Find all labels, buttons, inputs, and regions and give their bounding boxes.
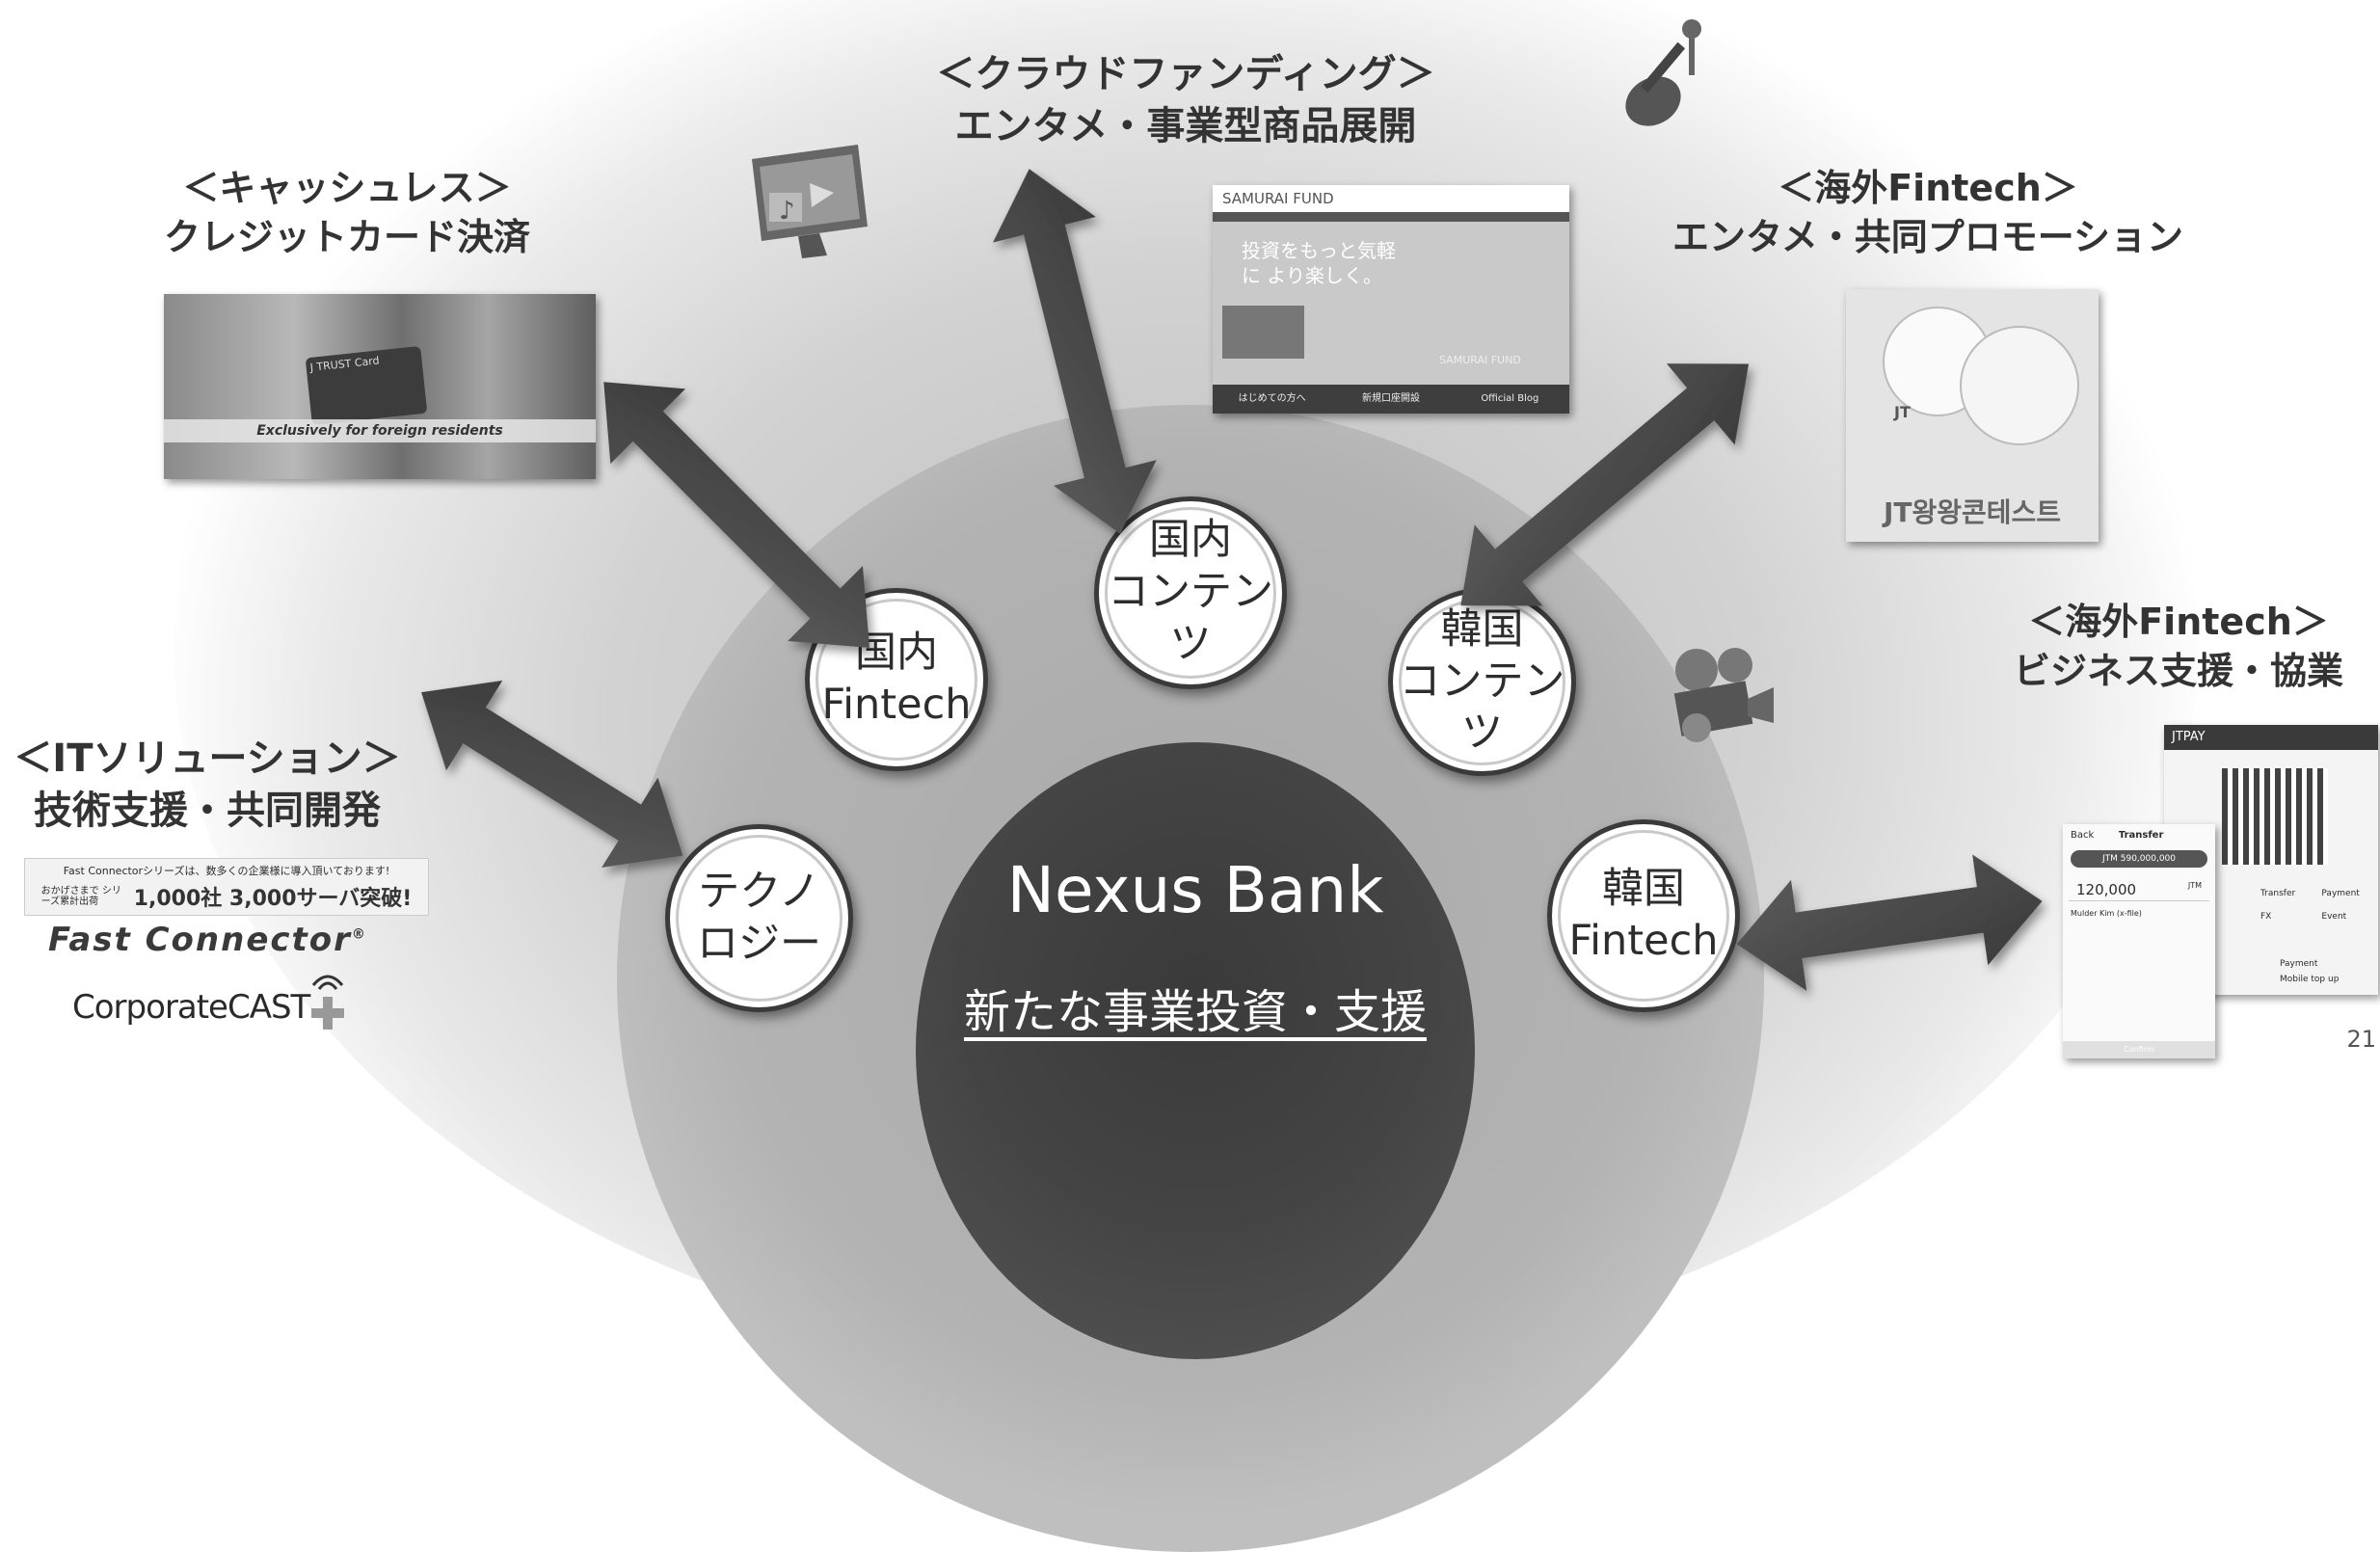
node-korea-fintech: 韓国 Fintech	[1547, 819, 1740, 1012]
jtpay-list-item: Payment	[2280, 959, 2318, 969]
fast-connector-logo-text: Fast Connector	[48, 921, 352, 959]
jtpay-confirm: Confirm	[2063, 1041, 2215, 1058]
jtpay-list-item: Mobile top up	[2280, 975, 2340, 984]
jtpay-amount: 120,000	[2076, 881, 2137, 898]
samurai-side-label: SAMURAI FUND	[1439, 354, 1521, 366]
guitar-microphone-icon	[1625, 19, 1701, 126]
jtpay-back-link: Back	[2071, 830, 2095, 841]
heading-overseas-business-line2: ビジネス支援・協業	[2013, 650, 2343, 693]
samurai-nav-item: はじめての方へ	[1238, 393, 1306, 404]
fast-connector-text: Fast Connectorシリーズは、数多くの企業様に導入頂いております!	[63, 865, 390, 877]
heading-it-solution: ＜ITソリューション＞ 技術支援・共同開発	[0, 733, 414, 837]
film-camera-icon	[1673, 648, 1774, 742]
credit-card-image: J TRUST Card	[305, 345, 428, 426]
heading-overseas-promotion-line1: ＜海外Fintech＞	[1778, 167, 2078, 209]
heading-cashless-line1: ＜キャッシュレス＞	[182, 167, 512, 209]
heading-cashless-line2: クレジットカード決済	[163, 216, 530, 259]
fast-connector-caption: おかげさまで シリーズ累計出荷	[40, 886, 121, 907]
fast-connector-logo: Fast Connector®	[48, 921, 367, 959]
jtpay-menu-item: FX	[2260, 912, 2272, 922]
monitor-media-icon: ♪	[752, 145, 868, 258]
jtpay-transfer-title: Transfer	[2118, 830, 2164, 841]
nexus-bank-subtitle: 新たな事業投資・支援	[963, 985, 1427, 1039]
qr-code-image	[2222, 768, 2328, 865]
jtpay-menu-item: Event	[2321, 912, 2347, 922]
jtpay-menu-item: Payment	[2321, 889, 2360, 898]
corporate-cast-icon	[311, 975, 344, 1030]
heading-overseas-promotion: ＜海外Fintech＞ エンタメ・共同プロモーション	[1658, 164, 2198, 263]
heading-crowdfunding: ＜クラウドファンディング＞ エンタメ・事業型商品展開	[916, 48, 1456, 152]
credit-card-collage: J TRUST Card Exclusively for foreign res…	[164, 294, 596, 479]
jtpay-title: JTPAY	[2164, 725, 2378, 750]
jt-contest-image: JT JT왕왕콘테스트	[1846, 289, 2099, 542]
samurai-nav-item: Official Blog	[1481, 393, 1539, 404]
heading-it-solution-line2: 技術支援・共同開発	[34, 789, 381, 833]
heading-overseas-business: ＜海外Fintech＞ ビジネス支援・協業	[1976, 598, 2380, 697]
svg-text:♪: ♪	[779, 197, 795, 226]
samurai-footer-nav: はじめての方へ 新規口座開設 Official Blog	[1213, 385, 1569, 414]
node-domestic-fintech: 国内 Fintech	[805, 588, 988, 771]
samurai-fund-logo: SAMURAI FUND	[1213, 185, 1569, 212]
samurai-nav-item: 新規口座開設	[1361, 393, 1420, 404]
card-banner: Exclusively for foreign residents	[164, 419, 596, 442]
heading-crowdfunding-line2: エンタメ・事業型商品展開	[954, 104, 1417, 148]
nexus-bank-title: Nexus Bank	[1006, 853, 1384, 927]
jtpay-recipient: Mulder Kim (x-file)	[2071, 909, 2142, 918]
corporate-cast-logo: CorporateCAST	[72, 988, 310, 1027]
fast-connector-stat: 1,000社 3,000サーバ突破!	[133, 887, 413, 911]
heading-it-solution-line1: ＜ITソリューション＞	[13, 736, 401, 781]
jtpay-balance: JTM 590,000,000	[2071, 850, 2207, 868]
node-domestic-contents: 国内 コンテンツ	[1094, 496, 1287, 689]
node-korea-contents: 韓国 コンテンツ	[1388, 588, 1576, 776]
page-number: 21	[2346, 1026, 2376, 1053]
registered-mark: ®	[351, 926, 367, 943]
fast-connector-banner: Fast Connectorシリーズは、数多くの企業様に導入頂いております! お…	[24, 858, 429, 916]
samurai-nav-bar	[1213, 212, 1569, 222]
jtpay-transfer-screen: Back Transfer JTM 590,000,000 120,000 JT…	[2063, 824, 2215, 1058]
samurai-login-form	[1222, 306, 1304, 359]
samurai-hero-text: 投資をもっと気軽に より楽しく。	[1242, 239, 1396, 287]
jt-badge: JT	[1894, 403, 1911, 421]
jtpay-currency: JTM	[2187, 881, 2202, 890]
dog-image	[1962, 328, 2077, 443]
heading-overseas-business-line1: ＜海外Fintech＞	[2028, 601, 2329, 643]
relationship-arrows	[421, 169, 2043, 991]
node-technology: テクノ ロジー	[665, 824, 853, 1012]
heading-crowdfunding-line1: ＜クラウドファンディング＞	[936, 52, 1435, 96]
heading-cashless: ＜キャッシュレス＞ クレジットカード決済	[145, 164, 549, 263]
jt-contest-title: JT왕왕콘테스트	[1883, 496, 2062, 528]
samurai-fund-screenshot: SAMURAI FUND 投資をもっと気軽に より楽しく。 SAMURAI FU…	[1213, 185, 1569, 414]
card-name: J TRUST Card	[309, 354, 381, 374]
jtpay-menu-item: Transfer	[2260, 889, 2296, 898]
double-arrow	[421, 169, 2043, 991]
heading-overseas-promotion-line2: エンタメ・共同プロモーション	[1671, 216, 2184, 259]
